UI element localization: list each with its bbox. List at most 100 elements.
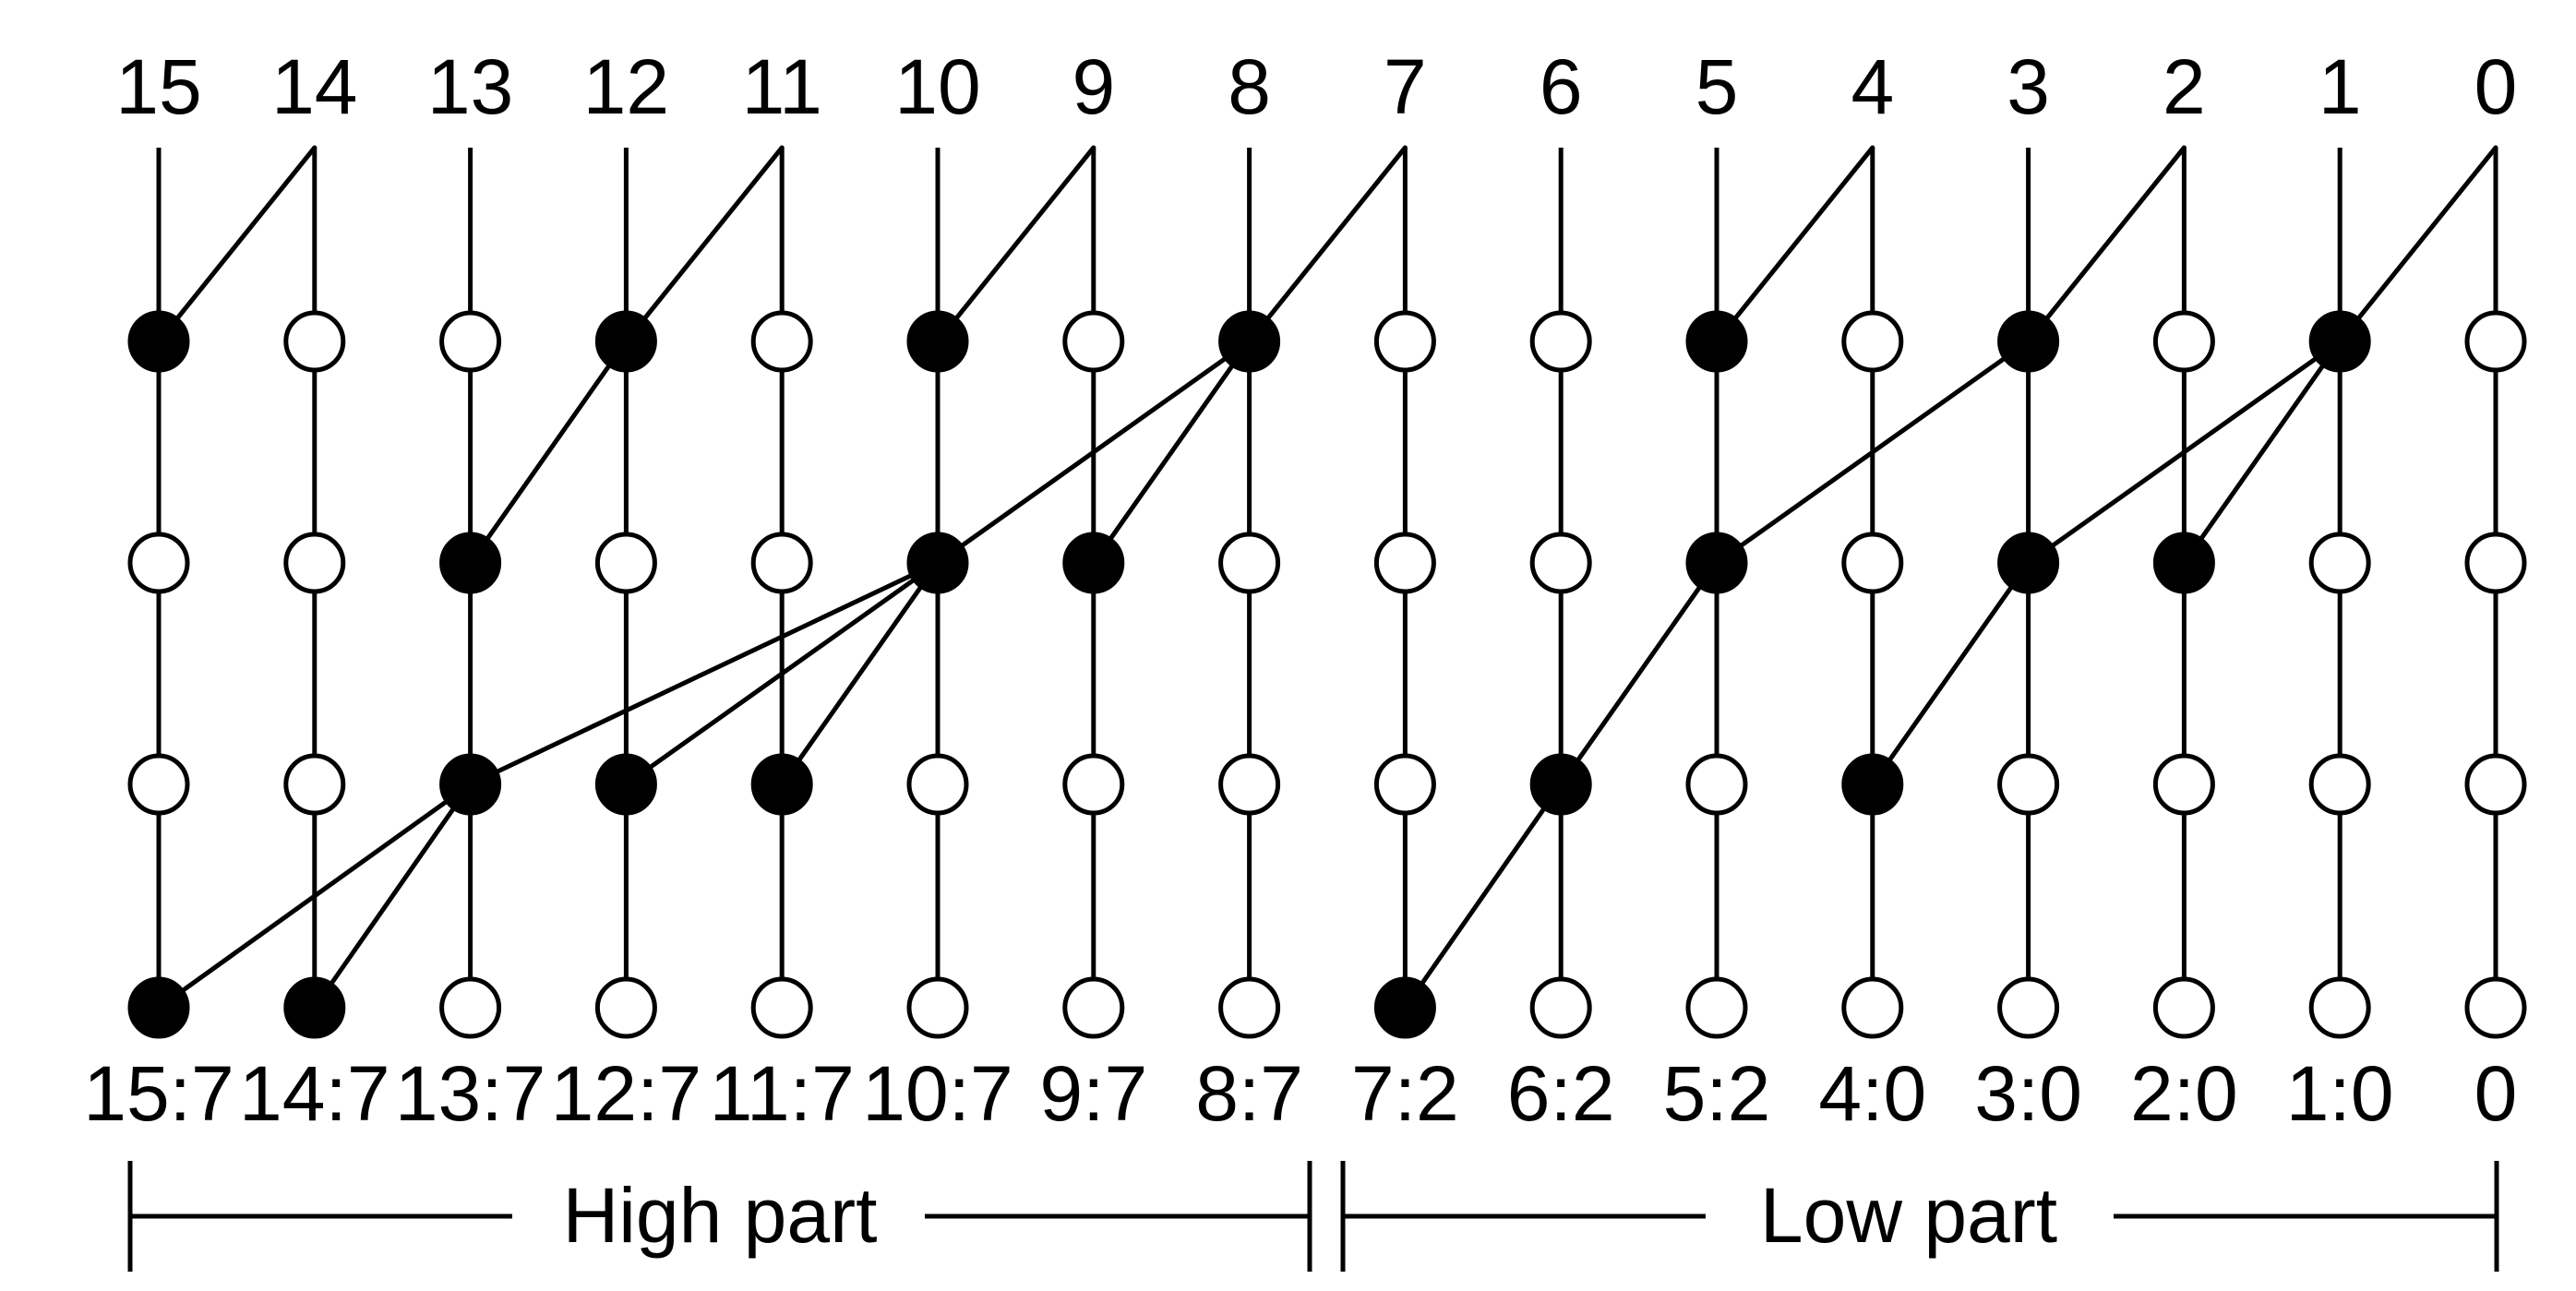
empty-node-c14-r2 [283,532,346,594]
bottom-label: 13:7 [395,1050,546,1137]
filled-node-c12-r1 [594,310,657,373]
edge [935,339,1252,566]
empty-node-c1-r4 [2308,976,2371,1039]
bottom-label: 4:0 [1818,1050,1926,1137]
edge [156,782,473,1010]
bottom-label: 11:7 [710,1050,855,1137]
top-label: 5 [1695,43,1739,130]
edge [2181,339,2342,566]
empty-node-c15-r3 [127,753,190,816]
top-label: 9 [1072,43,1115,130]
empty-node-c11-r4 [750,976,813,1039]
bottom-label: 10:7 [862,1050,1013,1137]
empty-node-c2-r1 [2152,310,2215,373]
empty-node-c8-r3 [1218,753,1281,816]
top-label: 7 [1384,43,1427,130]
filled-node-c3-r1 [1997,310,2060,373]
empty-node-c1-r3 [2308,753,2371,816]
edge [1714,339,2031,566]
empty-node-c3-r4 [1997,976,2060,1039]
filled-node-c11-r3 [750,753,813,816]
top-label: 11 [742,43,822,130]
empty-node-c2-r4 [2152,976,2215,1039]
edge [623,560,941,787]
edge [1091,339,1252,566]
empty-node-c7-r1 [1373,310,1436,373]
filled-node-c3-r2 [1997,532,2060,594]
edge [468,339,629,566]
top-label: 6 [1540,43,1583,130]
filled-node-c2-r2 [2152,532,2215,594]
bottom-label: 7:2 [1351,1050,1459,1137]
edge [623,145,785,344]
empty-node-c5-r4 [1685,976,1748,1039]
empty-node-c6-r1 [1529,310,1592,373]
empty-node-c7-r2 [1373,532,1436,594]
empty-node-c0-r3 [2464,753,2527,816]
empty-node-c4-r1 [1841,310,1904,373]
bottom-label: 5:2 [1663,1050,1771,1137]
filled-node-c12-r3 [594,753,657,816]
bottom-label: 8:7 [1195,1050,1303,1137]
low-part-label: Low part [1760,1172,2057,1259]
empty-node-c8-r4 [1218,976,1281,1039]
filled-node-c7-r4 [1373,976,1436,1039]
empty-node-c3-r3 [1997,753,2060,816]
empty-node-c8-r2 [1218,532,1281,594]
filled-node-c10-r1 [906,310,969,373]
empty-node-c5-r3 [1685,753,1748,816]
empty-node-c9-r4 [1062,976,1125,1039]
top-label: 10 [894,43,980,130]
top-label: 13 [427,43,513,130]
empty-node-c7-r3 [1373,753,1436,816]
carry-edges [156,145,2498,1010]
edge [1247,145,1408,344]
empty-node-c10-r4 [906,976,969,1039]
bottom-label: 2:0 [2130,1050,2238,1137]
bottom-label: 14:7 [239,1050,390,1137]
edge [1402,782,1564,1010]
empty-node-c1-r2 [2308,532,2371,594]
empty-node-c0-r2 [2464,532,2527,594]
column-lines [156,148,2498,1008]
edge [1870,560,2031,787]
edge [2026,145,2187,344]
top-label: 1 [2318,43,2362,130]
high-part-label: High part [563,1172,878,1259]
filled-node-c6-r3 [1529,753,1592,816]
filled-node-c8-r1 [1218,310,1281,373]
bottom-label: 12:7 [551,1050,702,1137]
empty-node-c15-r2 [127,532,190,594]
edge [2337,145,2498,344]
edge [2026,339,2342,566]
filled-node-c10-r2 [906,532,969,594]
bottom-label: 9:7 [1039,1050,1147,1137]
empty-node-c9-r3 [1062,753,1125,816]
filled-node-c14-r4 [283,976,346,1039]
bottom-label: 6:2 [1507,1050,1615,1137]
empty-node-c11-r2 [750,532,813,594]
empty-node-c6-r2 [1529,532,1592,594]
filled-node-c5-r1 [1685,310,1748,373]
empty-node-c0-r1 [2464,310,2527,373]
edge [779,560,941,787]
empty-node-c13-r1 [439,310,502,373]
top-label: 0 [2474,43,2518,130]
top-label: 2 [2163,43,2206,130]
nodes [127,310,2527,1039]
empty-node-c10-r3 [906,753,969,816]
edge [1714,145,1875,344]
filled-node-c15-r1 [127,310,190,373]
empty-node-c13-r4 [439,976,502,1039]
bottom-label: 3:0 [1974,1050,2082,1137]
edge [1558,560,1719,787]
empty-node-c14-r1 [283,310,346,373]
top-label: 3 [2007,43,2050,130]
edge [156,145,318,344]
top-label: 12 [583,43,669,130]
empty-node-c4-r2 [1841,532,1904,594]
part-brackets [127,1161,2499,1272]
filled-node-c1-r1 [2308,310,2371,373]
